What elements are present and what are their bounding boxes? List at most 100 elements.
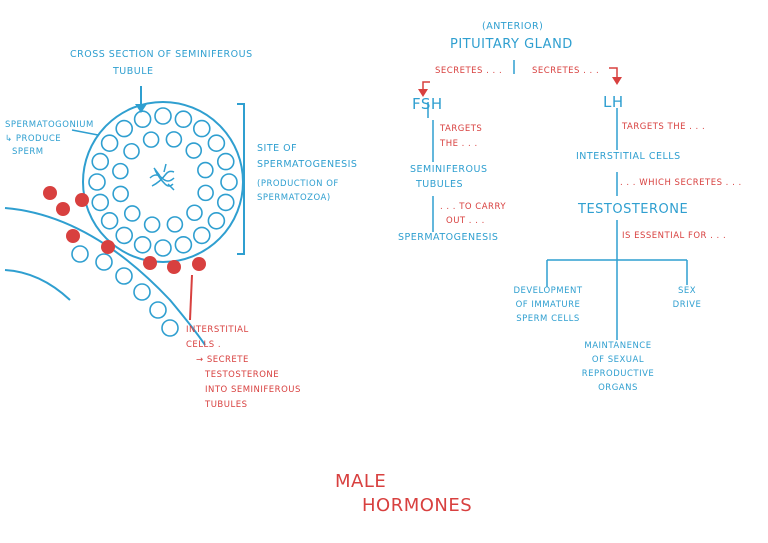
cells-label: cells .: [186, 340, 222, 350]
adjacent-cell: [149, 301, 167, 319]
spermatogonium-cell: [174, 110, 193, 129]
spermatogonium-cell: [88, 173, 106, 191]
interstitial-cell-dot: [167, 260, 181, 274]
spermatogonium-cell: [154, 107, 172, 125]
testosterone-label: Testosterone: [578, 202, 689, 217]
interstitial-cell-dot: [43, 186, 57, 200]
into-seminiferous-label: into seminiferous: [205, 385, 301, 395]
production-of-label: (production of: [257, 179, 339, 189]
secretes-right-label: Secretes . . .: [532, 66, 600, 76]
reproductive-label: reproductive: [581, 369, 655, 379]
title-hormones: Hormones: [362, 495, 473, 516]
spermatogonium-pointer: [71, 129, 99, 136]
interstitial-cell-dot: [66, 229, 80, 243]
secrete-label: → secrete: [196, 355, 249, 365]
spermatogonium-cell: [100, 211, 119, 230]
anterior-label: (Anterior): [482, 21, 544, 32]
adjacent-cell: [95, 253, 113, 271]
organs-label: organs: [598, 383, 638, 393]
sex-label: Sex: [677, 286, 697, 296]
adjacent-cell: [71, 245, 89, 263]
drive-label: drive: [672, 300, 702, 310]
spermatogonium-cell: [185, 142, 203, 159]
the-fsh-label: the . . .: [440, 139, 478, 149]
spermatogonium-cell: [207, 134, 226, 153]
tubules-red-label: tubules: [205, 400, 248, 410]
pituitary-gland-label: Pituitary gland: [450, 37, 573, 52]
spermatogonium-cell: [143, 216, 161, 233]
adjacent-cell: [161, 319, 179, 337]
produce-label: ↳ produce: [5, 134, 62, 144]
spermatogonium-cell: [115, 226, 134, 245]
spermatogenesis-site-label: Spermatogenesis: [257, 159, 358, 170]
spermatogonium-cell: [133, 110, 152, 129]
sperm-label: sperm: [12, 147, 44, 157]
cross-section-arrowhead: [135, 104, 147, 113]
of-sexual-label: of sexual: [591, 355, 645, 365]
spermatogonium-cell: [112, 185, 129, 203]
spermatogonium-cell: [186, 204, 203, 222]
adjacent-tubule-inner: [4, 269, 71, 301]
fsh-label: FSH: [412, 95, 443, 113]
spermatogonium-cell: [207, 211, 226, 230]
sperm-squiggle: [149, 163, 175, 191]
spermatogonium-cell: [220, 173, 238, 191]
adjacent-tubule-outer: [4, 207, 206, 346]
which-secretes-label: . . . which secretes . . .: [620, 178, 742, 188]
spermatogonium-cell: [91, 152, 110, 171]
spermatogonium-cell: [123, 205, 141, 222]
spermatogonium-cell: [91, 193, 110, 212]
site-of-label: Site of: [257, 143, 298, 154]
spermatogonium-cell: [123, 142, 140, 160]
spermatogonium-cell: [192, 226, 211, 245]
adjacent-cell: [115, 267, 133, 285]
adjacent-cell: [133, 283, 151, 301]
development-label: Development: [513, 286, 583, 296]
secretes-left-label: Secretes . . .: [435, 66, 503, 76]
tubule-label: tubule: [113, 66, 154, 77]
spermatogonium-cell: [142, 131, 160, 148]
seminiferous-label: Seminiferous: [410, 164, 488, 175]
secretes-arrows: [422, 67, 618, 92]
of-immature-label: of immature: [515, 300, 581, 310]
spermatogonium-cell: [197, 184, 214, 202]
spermatogonium-cell: [166, 216, 184, 233]
flowchart-lines: [427, 60, 688, 340]
lh-label: LH: [603, 93, 624, 111]
maintenance-label: Maintanence: [584, 341, 652, 351]
spermatogonium-cell: [154, 239, 172, 257]
lh-arrowhead: [612, 77, 622, 85]
interstitial-cell-dot: [192, 257, 206, 271]
tubules-label: tubules: [416, 179, 464, 190]
interstitial-pointer: [189, 274, 193, 321]
spermatogenesis-label: Spermatogenesis: [398, 232, 499, 243]
spermatozoa-label: spermatozoa): [257, 193, 331, 203]
essential-for-label: is essential for . . .: [622, 231, 727, 241]
interstitial-cell-dot: [143, 256, 157, 270]
interstitial-cell-dot: [75, 193, 89, 207]
sperm-cells-label: sperm cells: [516, 314, 580, 324]
spermatogonium-label: Spermatogonium: [5, 120, 94, 130]
interstitial-cell-dot: [101, 240, 115, 254]
interstitial-cells-dots: [43, 186, 206, 274]
title-male: Male: [335, 471, 387, 492]
site-bracket: [237, 103, 245, 255]
spermatogonium-cell: [174, 235, 193, 254]
fsh-arrowhead: [418, 89, 428, 97]
targets-lh-label: Targets the . . .: [622, 122, 706, 132]
spermatogonium-cells: [88, 107, 238, 257]
spermatogonium-cell: [216, 193, 235, 212]
spermatogonium-cell: [100, 134, 119, 153]
spermatogonium-cell: [192, 119, 211, 138]
out-label: out . . .: [446, 216, 485, 226]
interstitial-label: Interstitial: [186, 325, 249, 335]
spermatogonium-cell: [216, 152, 235, 171]
interstitial-cell-dot: [56, 202, 70, 216]
cross-section-label: Cross section of seminiferous: [70, 49, 253, 60]
adjacent-tubule-cells: [71, 245, 179, 337]
targets-fsh-label: Targets: [440, 124, 483, 134]
spermatogonium-cell: [165, 131, 183, 148]
spermatogonium-cell: [197, 161, 214, 179]
